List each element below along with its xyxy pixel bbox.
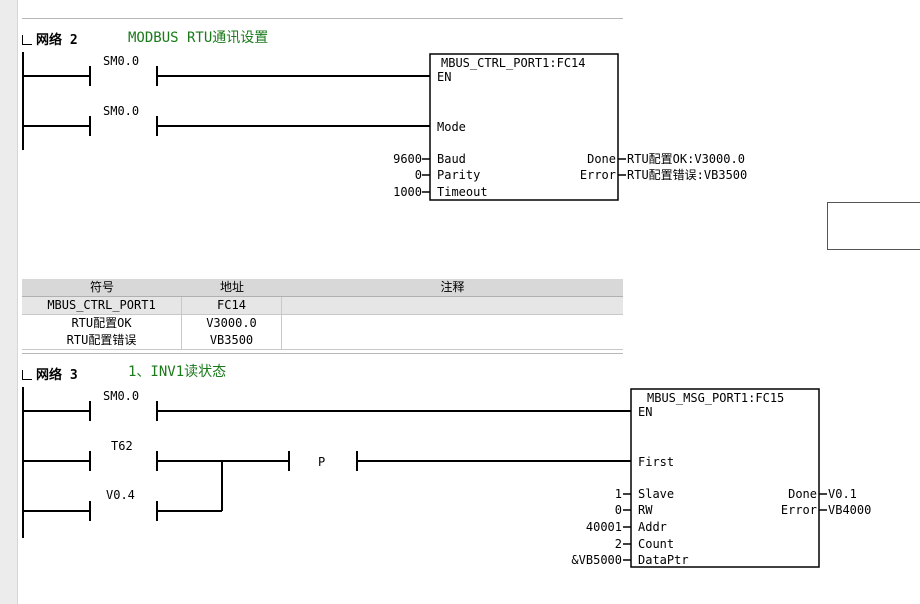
contact-address[interactable]: T62 [111, 439, 133, 453]
param-rw-value[interactable]: 0 [614, 503, 622, 517]
network-2-title[interactable]: MODBUS RTU通讯设置 [128, 30, 269, 46]
comment-cell[interactable] [282, 315, 623, 332]
network-separator [22, 353, 623, 354]
contact-address[interactable]: SM0.0 [103, 104, 140, 118]
symbol-table: 符号 地址 注释 MBUS_CTRL_PORT1 FC14 RTU配置OK V3… [22, 279, 623, 350]
output-done-value[interactable]: V0.1 [828, 487, 857, 501]
pin-first: First [638, 455, 675, 469]
network-separator [22, 18, 623, 19]
contact-address[interactable]: SM0.0 [103, 54, 140, 68]
symbol-cell[interactable]: MBUS_CTRL_PORT1 [22, 297, 182, 314]
header-address[interactable]: 地址 [219, 280, 244, 294]
symbol-cell[interactable]: RTU配置OK [22, 315, 182, 332]
pin-dataptr: DataPtr [638, 553, 689, 567]
param-addr-value[interactable]: 40001 [585, 520, 622, 534]
pin-en: EN [437, 70, 452, 84]
editor-gutter [0, 0, 18, 604]
header-comment[interactable]: 注释 [440, 280, 465, 294]
pin-count: Count [638, 537, 675, 551]
output-done-value[interactable]: RTU配置OK:V3000.0 [627, 152, 745, 166]
pin-done: Done [587, 152, 616, 166]
pin-en: EN [638, 405, 653, 419]
network-2-header[interactable]: 网络 2 [22, 29, 78, 48]
network-label: 网络 3 [36, 368, 78, 383]
param-slave-value[interactable]: 1 [614, 487, 622, 501]
pin-error: Error [579, 168, 616, 182]
pin-addr: Addr [638, 520, 667, 534]
positive-transition-label[interactable]: P [318, 455, 326, 469]
param-baud-value[interactable]: 9600 [393, 152, 422, 166]
address-cell[interactable]: V3000.0 [182, 315, 282, 332]
param-dataptr-value[interactable]: &VB5000 [571, 553, 622, 567]
param-count-value[interactable]: 2 [614, 537, 622, 551]
pin-mode: Mode [437, 120, 466, 134]
pin-parity: Parity [437, 168, 481, 182]
table-row[interactable]: RTU配置OK V3000.0 [22, 315, 623, 333]
block-name[interactable]: MBUS_MSG_PORT1:FC15 [647, 391, 785, 405]
pin-done: Done [788, 487, 817, 501]
pin-slave: Slave [638, 487, 675, 501]
side-panel-edge [827, 202, 920, 250]
comment-cell[interactable] [282, 297, 623, 314]
collapse-icon[interactable] [22, 370, 32, 380]
network-label: 网络 2 [36, 33, 78, 48]
network-3-header[interactable]: 网络 3 [22, 364, 78, 383]
param-timeout-value[interactable]: 1000 [393, 185, 422, 199]
header-symbol[interactable]: 符号 [89, 280, 114, 294]
collapse-icon[interactable] [22, 35, 32, 45]
pin-rw: RW [638, 503, 653, 517]
table-row[interactable]: MBUS_CTRL_PORT1 FC14 [22, 297, 623, 315]
comment-cell[interactable] [282, 332, 623, 349]
address-cell[interactable]: VB3500 [182, 332, 282, 349]
param-parity-value[interactable]: 0 [414, 168, 422, 182]
address-cell[interactable]: FC14 [182, 297, 282, 314]
pin-error: Error [780, 503, 817, 517]
table-row[interactable]: RTU配置错误 VB3500 [22, 332, 623, 350]
output-error-value[interactable]: VB4000 [828, 503, 872, 517]
contact-address[interactable]: V0.4 [106, 488, 135, 502]
output-error-value[interactable]: RTU配置错误:VB3500 [627, 168, 748, 182]
function-block-frame [429, 53, 619, 201]
block-name[interactable]: MBUS_CTRL_PORT1:FC14 [441, 56, 586, 70]
function-block-frame [630, 388, 820, 568]
network-3-title[interactable]: 1、INV1读状态 [128, 364, 227, 380]
symbol-cell[interactable]: RTU配置错误 [22, 332, 182, 349]
symbol-table-header: 符号 地址 注释 [22, 279, 623, 297]
pin-baud: Baud [437, 152, 466, 166]
contact-address[interactable]: SM0.0 [103, 389, 140, 403]
pin-timeout: Timeout [437, 185, 488, 199]
